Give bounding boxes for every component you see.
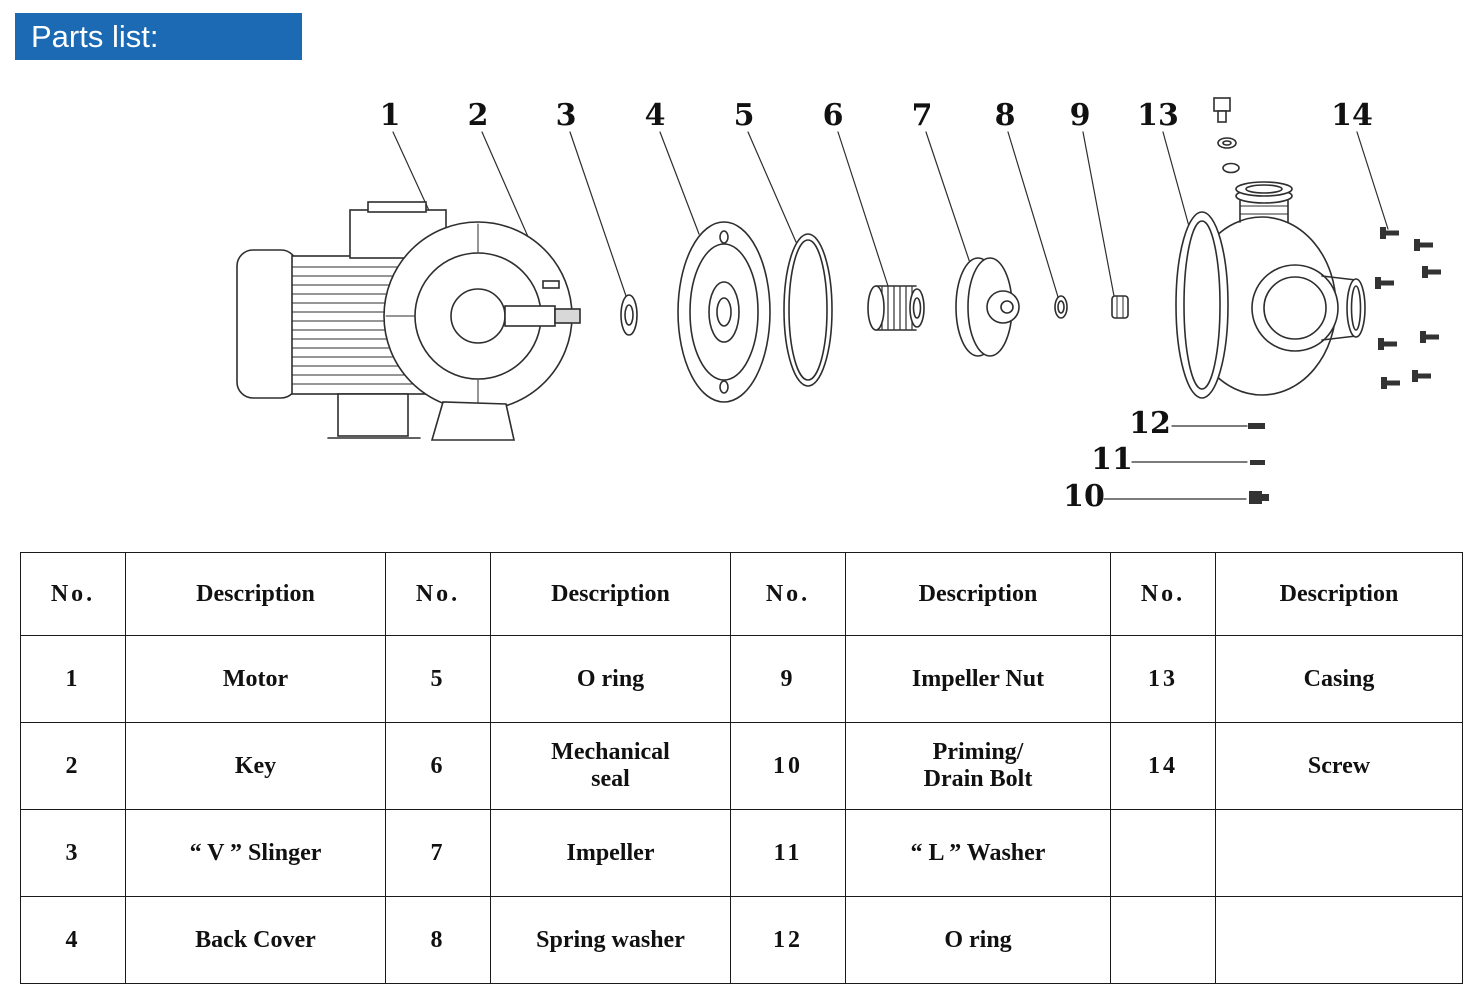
col-header-no: No.	[385, 552, 491, 636]
callout-5: 5	[734, 98, 755, 133]
table-header-row: No. Description No. Description No. Desc…	[20, 552, 1463, 636]
part-no-cell: 2	[20, 722, 126, 810]
col-header-no: No.	[730, 552, 846, 636]
callout-11: 11	[1091, 442, 1133, 477]
col-header-description: Description	[125, 552, 386, 636]
table-row: 2 Key 6 Mechanical seal 10 Priming/ Drai…	[20, 722, 1463, 810]
v-slinger-part	[620, 294, 638, 336]
part-no-cell: 10	[730, 722, 846, 810]
part-desc-cell: Motor	[125, 635, 386, 723]
table-row: 3 “ V ” Slinger 7 Impeller 11 “ L ” Wash…	[20, 809, 1463, 897]
part-desc-cell	[1215, 896, 1463, 984]
exploded-diagram: 1 2 3 4 5 6 7 8 9 13 14 12 11 10	[236, 97, 1441, 514]
callout-12: 12	[1129, 406, 1171, 441]
part-no-cell: 4	[20, 896, 126, 984]
callout-6: 6	[823, 98, 844, 133]
callouts: 1 2 3 4 5 6 7 8 9 13 14 12 11 10	[380, 98, 1373, 514]
part-desc-cell: Casing	[1215, 635, 1463, 723]
part-no-cell: 3	[20, 809, 126, 897]
part-desc-cell: O ring	[845, 896, 1111, 984]
part-no-cell: 7	[385, 809, 491, 897]
callout-1: 1	[380, 98, 401, 133]
part-no-cell: 1	[20, 635, 126, 723]
part-no-cell: 11	[730, 809, 846, 897]
part-desc-cell: O ring	[490, 635, 731, 723]
part-desc-cell: Mechanical seal	[490, 722, 731, 810]
part-desc-cell: Key	[125, 722, 386, 810]
part-desc-cell: Back Cover	[125, 896, 386, 984]
spring-washer-part	[1054, 295, 1068, 319]
motor-part	[236, 201, 581, 441]
part-desc-cell: Priming/ Drain Bolt	[845, 722, 1111, 810]
callout-8: 8	[995, 98, 1016, 133]
callout-9: 9	[1070, 98, 1091, 133]
leader-lines	[392, 131, 1389, 500]
part-no-cell: 13	[1110, 635, 1216, 723]
part-desc-cell: “ L ” Washer	[845, 809, 1111, 897]
col-header-description: Description	[490, 552, 731, 636]
callout-2: 2	[468, 98, 489, 133]
part-no-cell	[1110, 809, 1216, 897]
back-cover-part	[677, 221, 771, 403]
part-no-cell: 5	[385, 635, 491, 723]
callout-4: 4	[645, 98, 666, 133]
impeller-part	[955, 257, 1020, 357]
screws-part	[1375, 227, 1441, 389]
col-header-no: No.	[1110, 552, 1216, 636]
part-desc-cell: “ V ” Slinger	[125, 809, 386, 897]
part-no-cell: 9	[730, 635, 846, 723]
part-no-cell	[1110, 896, 1216, 984]
table-row: 1 Motor 5 O ring 9 Impeller Nut 13 Casin…	[20, 635, 1463, 723]
part-desc-cell: Screw	[1215, 722, 1463, 810]
parts-table: No. Description No. Description No. Desc…	[20, 552, 1463, 984]
part-desc-cell: Spring washer	[490, 896, 731, 984]
part-no-cell: 12	[730, 896, 846, 984]
callout-10: 10	[1063, 479, 1105, 514]
col-header-no: No.	[20, 552, 126, 636]
impeller-nut-part	[1111, 295, 1129, 319]
table-row: 4 Back Cover 8 Spring washer 12 O ring	[20, 896, 1463, 984]
page-title: Parts list:	[31, 18, 159, 54]
callout-7: 7	[912, 98, 933, 133]
part-desc-cell: Impeller	[490, 809, 731, 897]
drain-bolt-part	[1248, 423, 1269, 504]
part-desc-cell: Impeller Nut	[845, 635, 1111, 723]
part-no-cell: 6	[385, 722, 491, 810]
o-ring-part	[783, 233, 833, 387]
casing-part	[1175, 97, 1366, 399]
callout-13: 13	[1137, 98, 1179, 133]
col-header-description: Description	[845, 552, 1111, 636]
col-header-description: Description	[1215, 552, 1463, 636]
key-part	[542, 280, 560, 289]
part-no-cell: 8	[385, 896, 491, 984]
callout-3: 3	[556, 98, 577, 133]
parts-list-banner: Parts list:	[15, 13, 302, 60]
part-no-cell: 14	[1110, 722, 1216, 810]
part-desc-cell	[1215, 809, 1463, 897]
callout-14: 14	[1331, 98, 1373, 133]
mechanical-seal-part	[867, 285, 925, 331]
